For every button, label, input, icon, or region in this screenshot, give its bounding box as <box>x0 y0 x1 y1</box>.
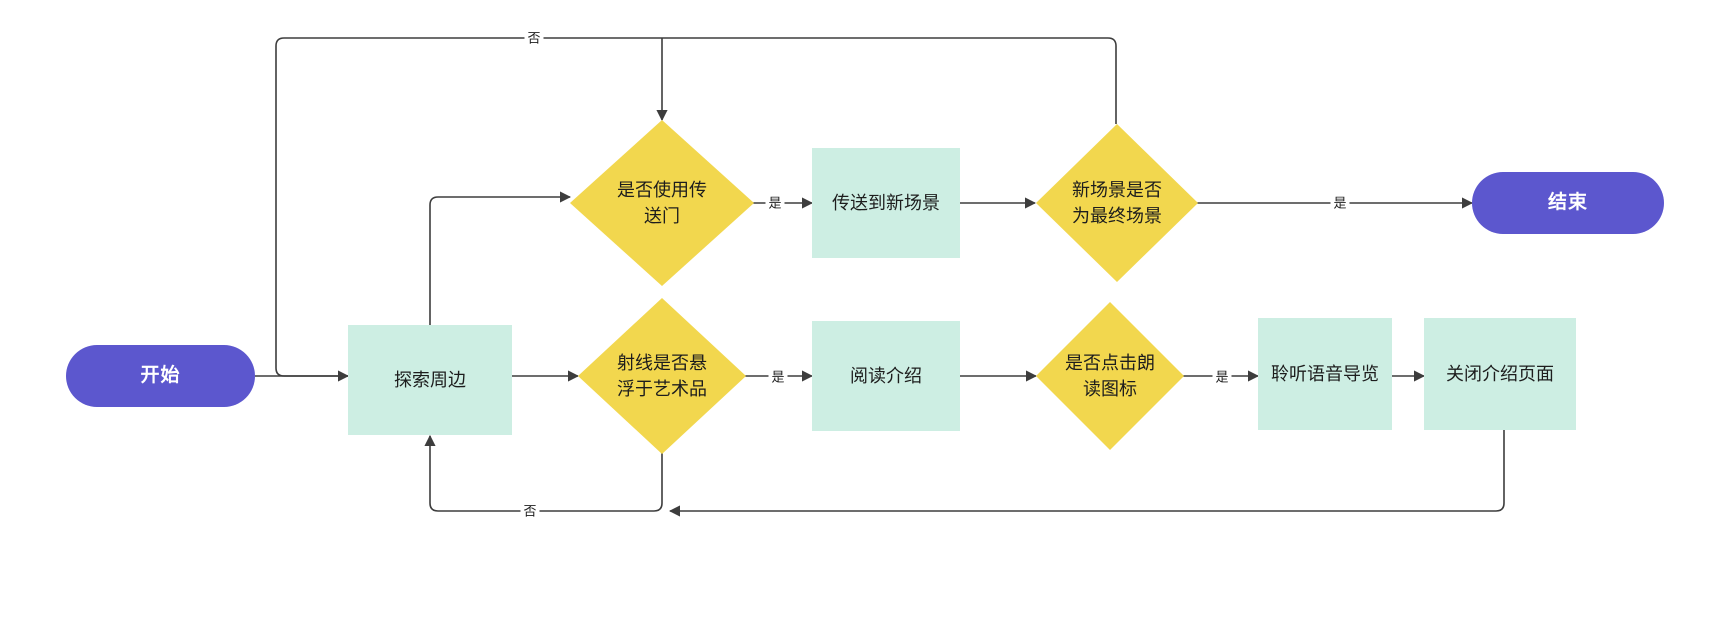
node-ray-hover-label: 射线是否悬浮于艺术品 <box>616 352 707 399</box>
edge-label-click-yes: 是 <box>1212 370 1232 384</box>
decision-diamond-shape <box>1036 124 1198 282</box>
node-explore[interactable]: 探索周边 <box>348 325 512 435</box>
edge-label-final-yes: 是 <box>1330 196 1350 210</box>
edge-explore-to-use-portal <box>429 191 572 325</box>
node-final-scene-label: 新场景是否为最终场景 <box>1072 179 1162 226</box>
edge-label-portal-yes: 是 <box>765 196 785 210</box>
decision-diamond-shape <box>570 120 754 286</box>
node-read-intro[interactable]: 阅读介绍 <box>812 321 960 431</box>
node-close-intro-label: 关闭介绍页面 <box>1446 363 1554 384</box>
node-final-scene[interactable]: 新场景是否为最终场景 <box>1036 124 1198 282</box>
node-read-intro-label: 阅读介绍 <box>850 365 922 386</box>
node-teleport-label: 传送到新场景 <box>832 192 940 213</box>
edge-ray-hover-no-to-explore <box>424 432 663 512</box>
node-start[interactable]: 开始 <box>66 345 255 407</box>
edge-label-ray-yes: 是 <box>768 370 788 384</box>
edge-close-intro-to-explore <box>668 424 1505 517</box>
node-end[interactable]: 结束 <box>1472 172 1664 234</box>
node-close-intro[interactable]: 关闭介绍页面 <box>1424 318 1576 430</box>
node-use-portal-label: 是否使用传送门 <box>616 179 707 226</box>
edge-label-ray-no: 否 <box>520 504 540 518</box>
node-listen-audio-label: 聆听语音导览 <box>1271 363 1379 384</box>
node-click-read[interactable]: 是否点击朗读图标 <box>1036 302 1184 450</box>
decision-diamond-shape <box>1036 302 1184 450</box>
node-click-read-label: 是否点击朗读图标 <box>1065 352 1155 399</box>
edge-final-scene-no-to-use-portal <box>275 37 1117 377</box>
node-listen-audio[interactable]: 聆听语音导览 <box>1258 318 1392 430</box>
node-use-portal[interactable]: 是否使用传送门 <box>570 120 754 286</box>
node-start-label: 开始 <box>140 364 181 386</box>
node-explore-label: 探索周边 <box>394 369 466 390</box>
edge-label-final-no: 否 <box>524 31 544 45</box>
node-end-label: 结束 <box>1547 191 1588 213</box>
decision-diamond-shape <box>578 298 746 454</box>
node-ray-hover[interactable]: 射线是否悬浮于艺术品 <box>578 298 746 454</box>
node-teleport[interactable]: 传送到新场景 <box>812 148 960 258</box>
